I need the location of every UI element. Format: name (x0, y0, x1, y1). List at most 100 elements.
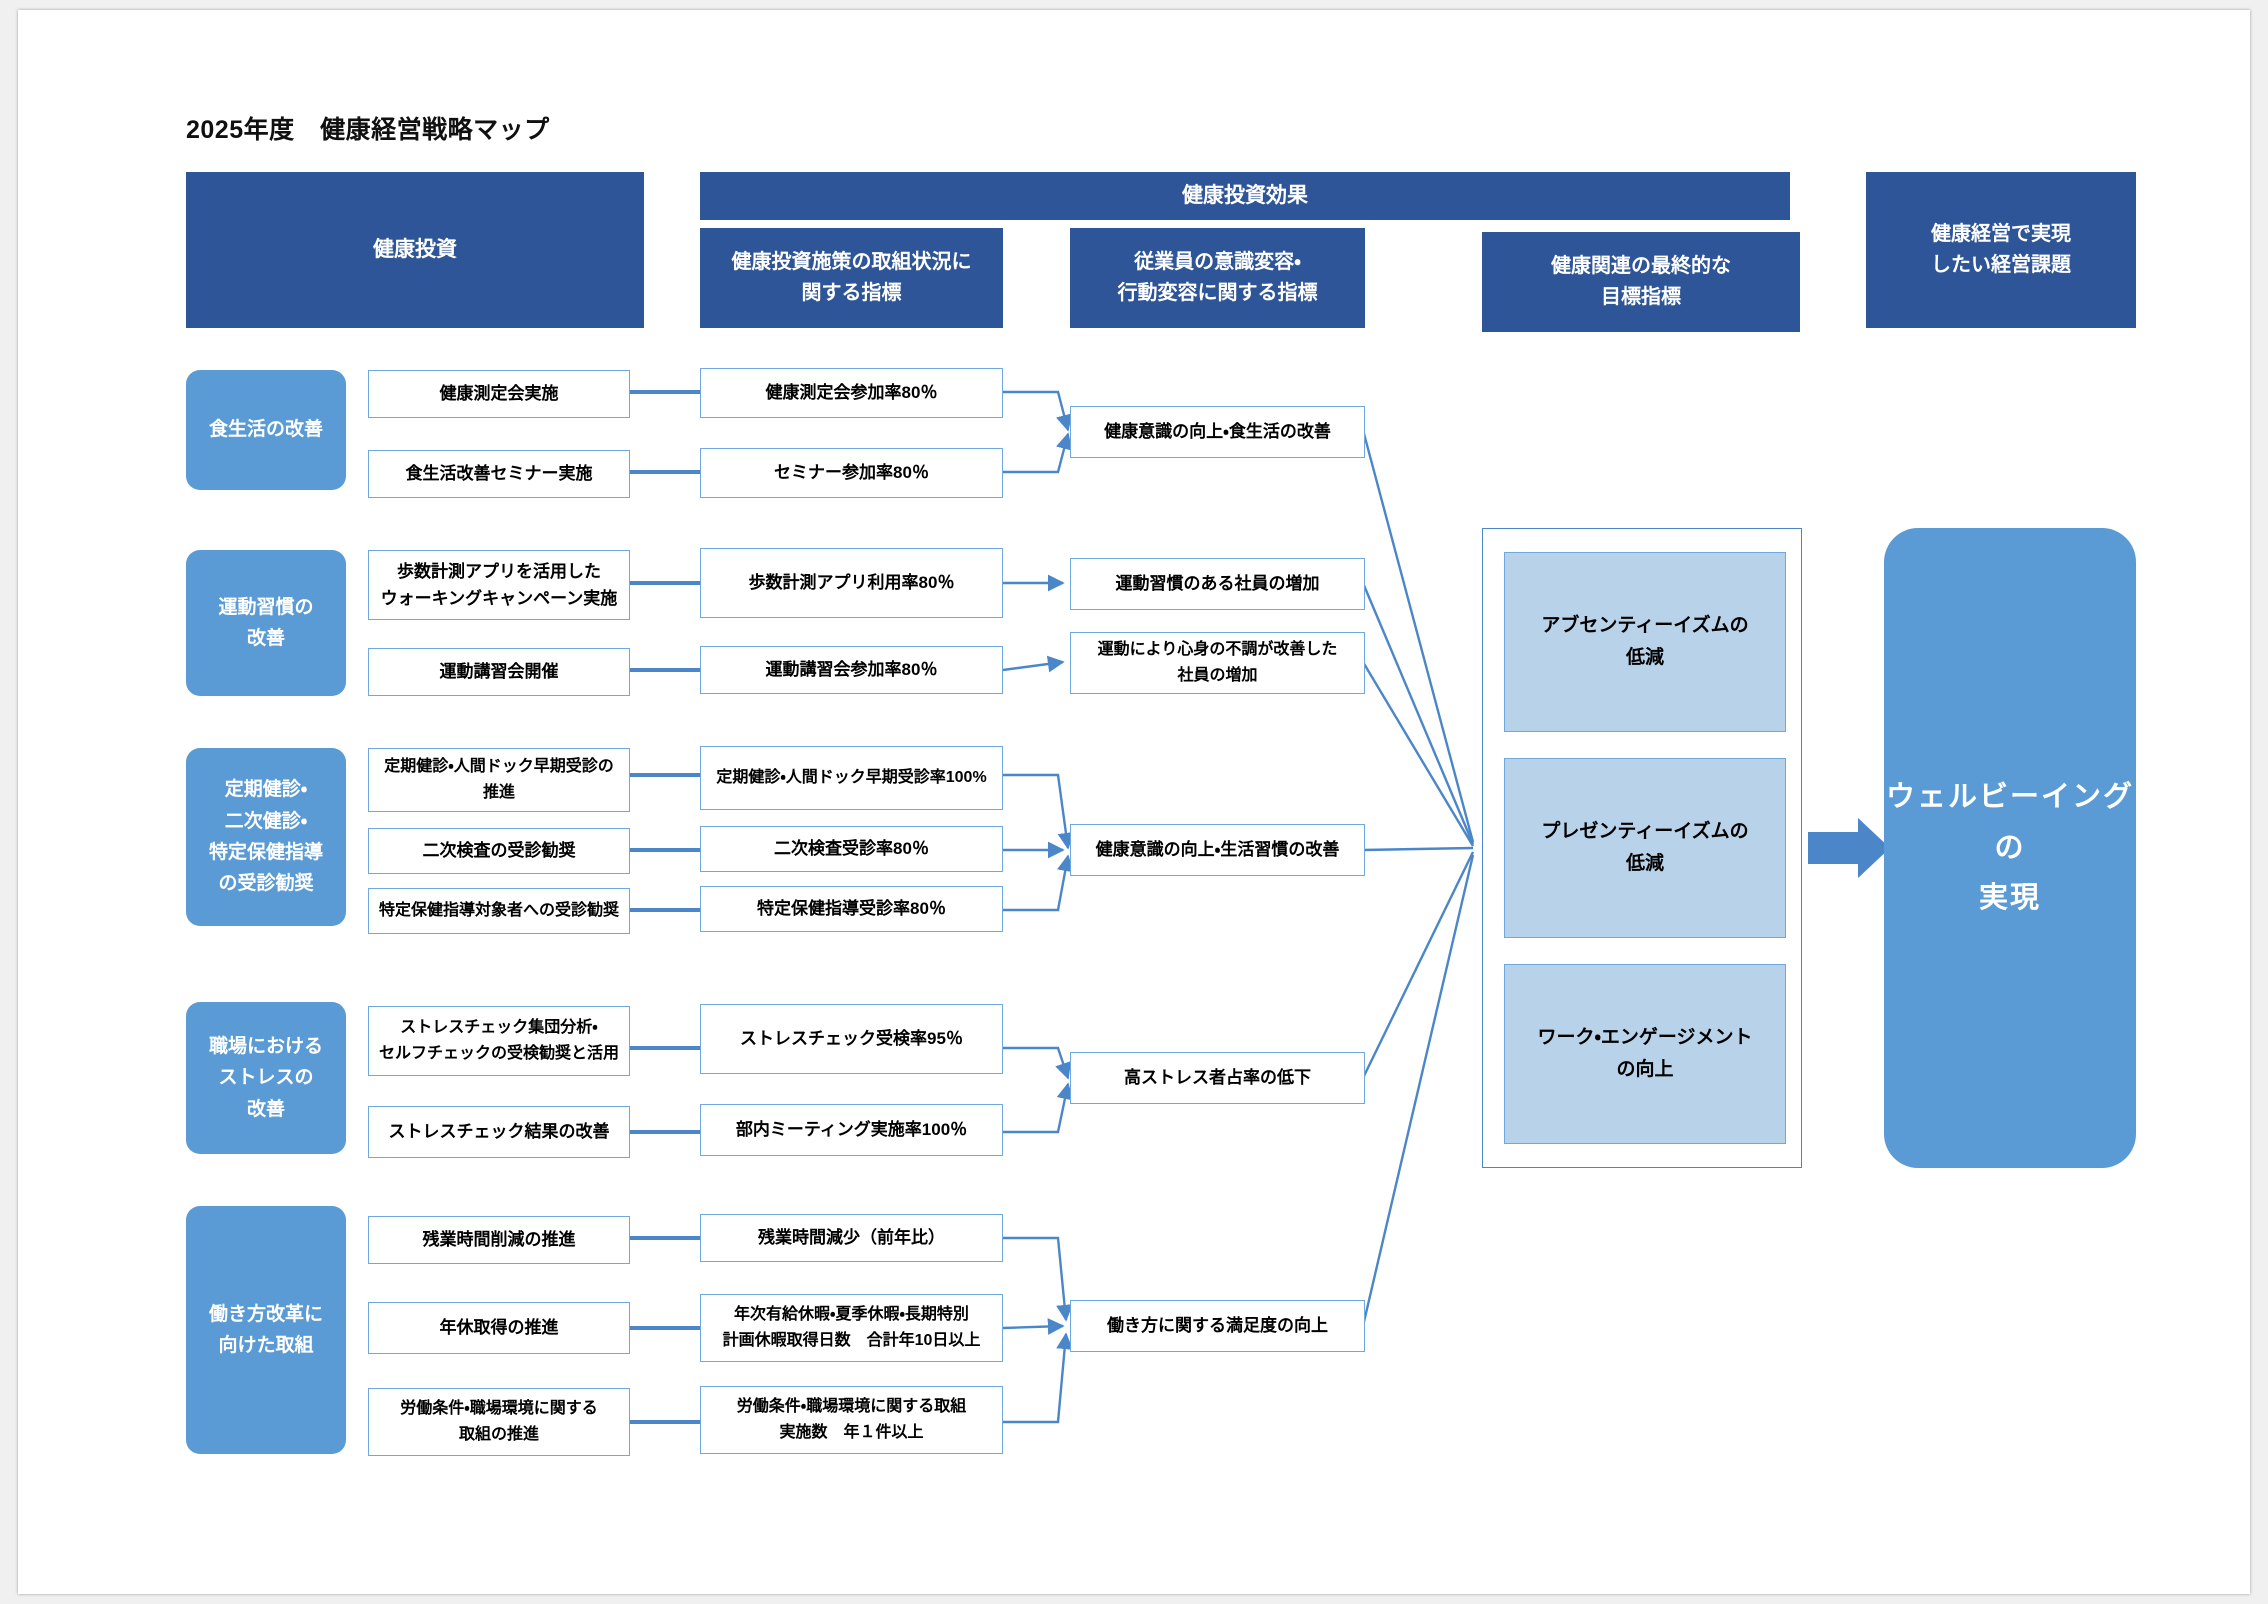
kpi-label: 労働条件・職場環境に関する取組 (736, 1398, 967, 1416)
outcome-label: 運動習慣のある社員の増加 (1115, 574, 1320, 594)
header-col-issue-line1: 健康経営で実現 (1931, 223, 2071, 245)
category-row-4: 職場における ストレスの 改善 (186, 1002, 346, 1154)
category-row-3-line1: 定期健診・ (224, 779, 308, 801)
category-row-4-line2: ストレスの (218, 1067, 314, 1089)
category-row-1-line1: 食生活の改善 (208, 419, 323, 441)
action-box-r4-m1: ストレスチェック集団分析・ セルフチェックの受検勧奨と活用 (368, 1006, 630, 1076)
kpi-box-r1-m1: 健康測定会参加率80％ (700, 368, 1003, 418)
kpi-box-r2-m1: 歩数計測アプリ利用率80％ (700, 548, 1003, 618)
outcome-box-r2-o2: 運動により心身の不調が改善した 社員の増加 (1070, 632, 1365, 694)
goal-line2: の (1994, 831, 2026, 864)
strategy-map-canvas: 2025年度 健康経営戦略マップ 健康投資 健康投資効果 健康投資施策の取組状況… (18, 10, 2250, 1594)
outcome-box-r1-o1: 健康意識の向上・食生活の改善 (1070, 406, 1365, 458)
action-label: 歩数計測アプリを活用した (396, 561, 601, 581)
final-kpi-presenteeism: プレゼンティーイズムの 低減 (1504, 758, 1786, 938)
header-investment: 健康投資 (186, 172, 644, 328)
action-label: ストレスチェック集団分析・ (400, 1019, 598, 1037)
action-box-r3-m3: 特定保健指導対象者への受診勧奨 (368, 888, 630, 934)
outcome-label: 健康意識の向上・生活習慣の改善 (1095, 840, 1340, 860)
slide-page: 2025年度 健康経営戦略マップ 健康投資 健康投資効果 健康投資施策の取組状況… (18, 10, 2250, 1594)
kpi-label: セミナー参加率80％ (774, 463, 929, 483)
kpi-label: 歩数計測アプリ利用率80％ (748, 573, 955, 593)
header-col-final-line2: 目標指標 (1601, 286, 1681, 308)
kpi-label: 年次有給休暇・夏季休暇・長期特別 (734, 1306, 969, 1324)
category-row-4-line1: 職場における (208, 1035, 323, 1057)
category-row-2: 運動習慣の 改善 (186, 550, 346, 696)
action-label: ウォーキングキャンペーン実施 (380, 589, 618, 608)
final-kpi-label: 低減 (1625, 647, 1664, 668)
header-col-measures-line1: 健康投資施策の取組状況に (731, 251, 972, 273)
action-label: 健康測定会実施 (439, 384, 559, 404)
goal-line1: ウェルビーイング (1885, 780, 2134, 813)
final-kpi-absenteeism: アブセンティーイズムの 低減 (1504, 552, 1786, 732)
action-box-r5-m3: 労働条件・職場環境に関する 取組の推進 (368, 1388, 630, 1456)
category-row-3-line3: 特定保健指導 (208, 842, 323, 863)
final-kpi-label: の向上 (1616, 1059, 1674, 1080)
outcome-box-r4-o1: 高ストレス者占率の低下 (1070, 1052, 1365, 1104)
action-box-r4-m2: ストレスチェック結果の改善 (368, 1106, 630, 1158)
kpi-box-r3-m1: 定期健診・人間ドック早期受診率100% (700, 746, 1003, 810)
action-label: 推進 (482, 784, 515, 801)
action-label: 運動講習会開催 (439, 662, 559, 682)
category-row-3: 定期健診・ 二次健診・ 特定保健指導 の受診勧奨 (186, 748, 346, 926)
header-col-measures-line2: 関する指標 (801, 282, 902, 304)
outcome-label: 高ストレス者占率の低下 (1124, 1068, 1311, 1088)
kpi-label: 部内ミーティング実施率100％ (735, 1120, 968, 1140)
header-col-issue: 健康経営で実現 したい経営課題 (1866, 172, 2136, 328)
kpi-box-r5-m3: 労働条件・職場環境に関する取組 実施数 年１件以上 (700, 1386, 1003, 1454)
category-row-1: 食生活の改善 (186, 370, 346, 490)
final-kpi-label: ワーク・エンゲージメント (1537, 1026, 1753, 1048)
action-label: セルフチェックの受検勧奨と活用 (378, 1045, 619, 1062)
outcome-label: 健康意識の向上・食生活の改善 (1104, 422, 1331, 442)
kpi-box-r2-m2: 運動講習会参加率80％ (700, 646, 1003, 694)
outcome-label: 運動により心身の不調が改善した (1097, 641, 1338, 659)
action-box-r1-m2: 食生活改善セミナー実施 (368, 450, 630, 498)
action-label: ストレスチェック結果の改善 (388, 1122, 610, 1142)
header-col-behavior-line2: 行動変容に関する指標 (1117, 282, 1318, 304)
header-col-behavior-line1: 従業員の意識変容・ (1134, 251, 1301, 273)
header-col-final-line1: 健康関連の最終的な (1551, 255, 1731, 277)
action-label: 特定保健指導対象者への受診勧奨 (378, 902, 619, 920)
action-box-r5-m1: 残業時間削減の推進 (368, 1216, 630, 1264)
action-box-r1-m1: 健康測定会実施 (368, 370, 630, 418)
action-box-r5-m2: 年休取得の推進 (368, 1302, 630, 1354)
action-box-r3-m2: 二次検査の受診勧奨 (368, 828, 630, 874)
action-box-r2-m2: 運動講習会開催 (368, 648, 630, 696)
category-row-4-line3: 改善 (246, 1098, 285, 1120)
action-label: 残業時間削減の推進 (422, 1230, 576, 1250)
outcome-box-r5-o1: 働き方に関する満足度の向上 (1070, 1300, 1365, 1352)
outcome-label: 社員の増加 (1177, 667, 1258, 684)
outcome-box-r2-o1: 運動習慣のある社員の増加 (1070, 558, 1365, 610)
goal-arrow (1808, 818, 1890, 878)
action-label: 労働条件・職場環境に関する (400, 1400, 598, 1418)
page-title: 2025年度 健康経営戦略マップ (186, 116, 550, 144)
kpi-box-r5-m1: 残業時間減少（前年比） (700, 1214, 1003, 1262)
kpi-box-r4-m1: ストレスチェック受検率95％ (700, 1004, 1003, 1074)
kpi-label: 健康測定会参加率80％ (765, 383, 938, 403)
category-row-3-line2: 二次健診・ (224, 810, 308, 832)
kpi-label: 計画休暇取得日数 合計年10日以上 (722, 1332, 981, 1349)
action-label: 二次検査の受診勧奨 (422, 841, 576, 861)
action-label: 年休取得の推進 (439, 1318, 559, 1338)
header-effect-band-label: 健康投資効果 (1182, 183, 1308, 207)
kpi-box-r1-m2: セミナー参加率80％ (700, 448, 1003, 498)
header-col-final: 健康関連の最終的な 目標指標 (1482, 232, 1800, 332)
action-label: 定期健診・人間ドック早期受診の (384, 758, 614, 776)
header-investment-label: 健康投資 (373, 237, 457, 261)
category-row-5-line2: 向けた取組 (218, 1335, 314, 1356)
goal-line3: 実現 (1978, 882, 2041, 915)
kpi-label: 残業時間減少（前年比） (758, 1228, 945, 1248)
kpi-label: ストレスチェック受検率95％ (740, 1029, 963, 1049)
outcome-box-r3-o1: 健康意識の向上・生活習慣の改善 (1070, 824, 1365, 876)
final-kpi-label: プレゼンティーイズムの (1541, 820, 1749, 842)
header-col-behavior: 従業員の意識変容・ 行動変容に関する指標 (1070, 228, 1365, 328)
final-kpi-work-engagement: ワーク・エンゲージメント の向上 (1504, 964, 1786, 1144)
final-kpi-label: アブセンティーイズムの (1541, 614, 1749, 636)
kpi-box-r3-m2: 二次検査受診率80％ (700, 826, 1003, 872)
kpi-box-r5-m2: 年次有給休暇・夏季休暇・長期特別 計画休暇取得日数 合計年10日以上 (700, 1294, 1003, 1362)
header-effect-band: 健康投資効果 (700, 172, 1790, 220)
action-label: 食生活改善セミナー実施 (405, 464, 593, 484)
action-box-r3-m1: 定期健診・人間ドック早期受診の 推進 (368, 748, 630, 812)
kpi-label: 定期健診・人間ドック早期受診率100% (716, 769, 987, 787)
kpi-box-r4-m2: 部内ミーティング実施率100％ (700, 1104, 1003, 1156)
